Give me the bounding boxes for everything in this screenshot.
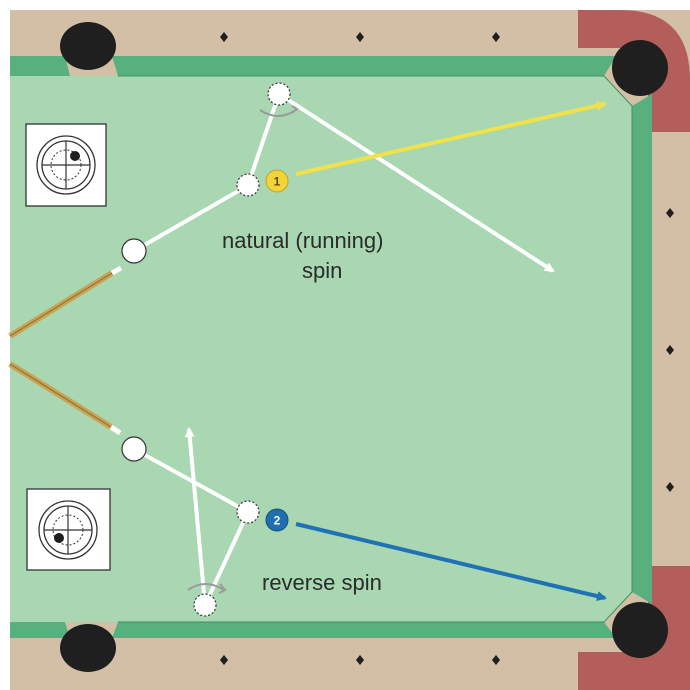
pocket-bottom-left [60,624,116,672]
pocket-bottom-right [612,602,668,658]
cushion-bottom-left [10,622,70,638]
object-ball-2-number: 2 [274,514,281,528]
label-reverse-spin: reverse spin [262,570,382,595]
cushion-bottom [112,622,616,638]
ghost-ball-contact-bottom [237,501,259,523]
ghost-ball-contact-top [237,174,259,196]
ghost-ball-rail-bottom [194,594,216,616]
tip-position-high-icon [26,124,106,206]
label-natural-spin-line2: spin [302,258,342,283]
object-ball-1: 1 [266,170,288,192]
cue-ball-start-bottom [122,437,146,461]
ghost-ball-rail-top [268,83,290,105]
pocket-top-right [612,40,668,96]
cushion-top-right [112,56,616,76]
cushion-top [10,56,70,76]
label-natural-spin-line1: natural (running) [222,228,383,253]
tip-position-low-icon [27,489,110,570]
object-ball-1-number: 1 [274,175,281,189]
pocket-top-left [60,22,116,70]
object-ball-2: 2 [266,509,288,531]
cue-ball-start-top [122,239,146,263]
cushion-right [632,94,652,604]
